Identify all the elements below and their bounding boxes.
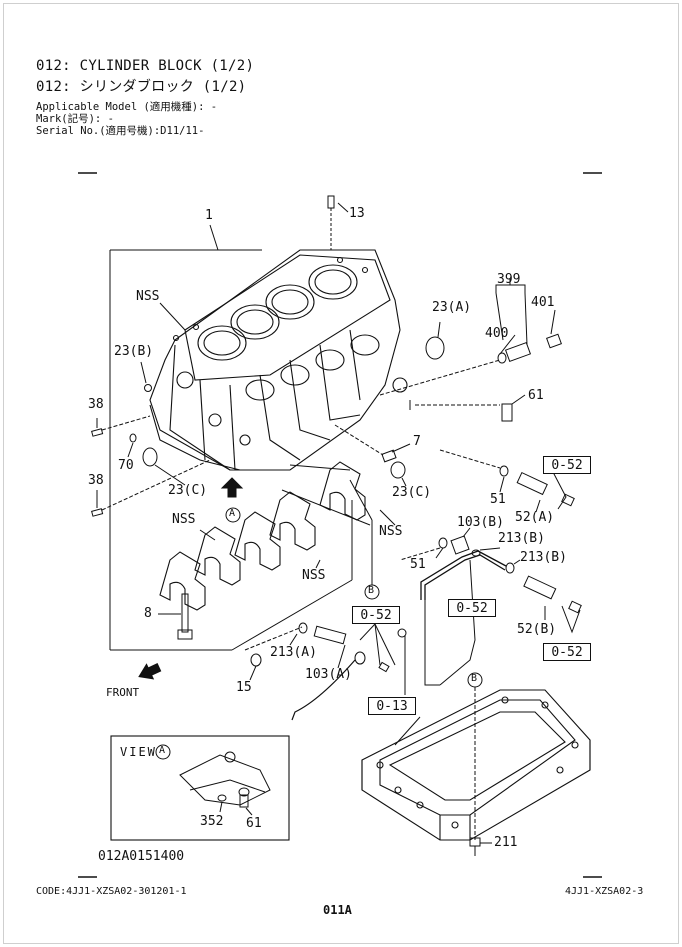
page-number: 011A: [323, 903, 352, 917]
footer-code-left: CODE:4JJ1-XZSA02-301201-1: [36, 886, 187, 897]
marker-circle-b-mid: B: [368, 585, 375, 596]
label-part-52b: 52(B): [517, 622, 557, 637]
ref-box-0-52-center: 0-52: [352, 606, 400, 624]
marker-circle-b-bottom: B: [471, 673, 478, 684]
label-part-401: 401: [531, 295, 555, 310]
label-part-23b: 23(B): [114, 344, 154, 359]
engine-block: [149, 249, 408, 471]
marker-circle-a: A: [229, 508, 236, 519]
label-part-211: 211: [494, 835, 518, 850]
label-part-7: 7: [413, 434, 421, 449]
label-part-8: 8: [144, 606, 152, 621]
label-nss-top: NSS: [136, 289, 160, 304]
label-part-213a: 213(A): [270, 645, 317, 660]
label-part-38-upper: 38: [88, 397, 104, 412]
label-part-61-right: 61: [528, 388, 544, 403]
applicable-model: Applicable Model (適用機種): -: [36, 101, 218, 113]
label-part-52a: 52(A): [515, 510, 555, 525]
label-part-38-lower: 38: [88, 473, 104, 488]
label-part-15: 15: [236, 680, 252, 695]
ref-box-0-52-mid: 0-52: [448, 599, 496, 617]
bearing-caps: [159, 461, 366, 611]
ref-box-0-52-right: 0-52: [543, 643, 591, 661]
label-part-1: 1: [205, 208, 213, 223]
label-part-23a: 23(A): [432, 300, 472, 315]
label-part-213b-lower: 213(B): [520, 550, 567, 565]
label-part-213b-upper: 213(B): [498, 531, 545, 546]
view-a-detail: [179, 751, 271, 816]
label-nss-left: NSS: [172, 512, 196, 527]
drawing-number: 012A0151400: [98, 849, 185, 864]
label-nss-bottom: NSS: [302, 568, 326, 583]
label-part-103b: 103(B): [457, 515, 504, 530]
label-part-51-upper: 51: [490, 492, 506, 507]
ref-box-0-52-top: 0-52: [543, 456, 591, 474]
label-part-70: 70: [118, 458, 134, 473]
label-front: FRONT: [106, 686, 140, 699]
label-view-a: VIEW: [120, 745, 157, 759]
label-part-51-lower: 51: [410, 557, 426, 572]
label-part-103a: 103(A): [305, 667, 352, 682]
label-part-352: 352: [200, 814, 224, 829]
footer-code-right: 4JJ1-XZSA02-3: [565, 886, 644, 897]
label-part-61-view: 61: [246, 816, 262, 831]
title-english: 012: CYLINDER BLOCK (1/2): [36, 58, 255, 74]
label-nss-mid-right: NSS: [379, 524, 403, 539]
title-japanese: 012: シリンダブロック (1/2): [36, 79, 247, 95]
label-part-23c-left: 23(C): [168, 483, 208, 498]
label-part-23c-right: 23(C): [392, 485, 432, 500]
oil-pan: [361, 689, 591, 841]
mark-field: Mark(記号): -: [36, 113, 114, 125]
ref-box-0-13: 0-13: [368, 697, 416, 715]
label-part-399: 399: [497, 272, 521, 287]
label-part-400: 400: [485, 326, 509, 341]
page-border: [3, 3, 679, 944]
view-circle-a: A: [159, 745, 166, 756]
serial-number: Serial No.(適用号機):D11/11-: [36, 125, 205, 137]
label-part-13: 13: [349, 206, 365, 221]
